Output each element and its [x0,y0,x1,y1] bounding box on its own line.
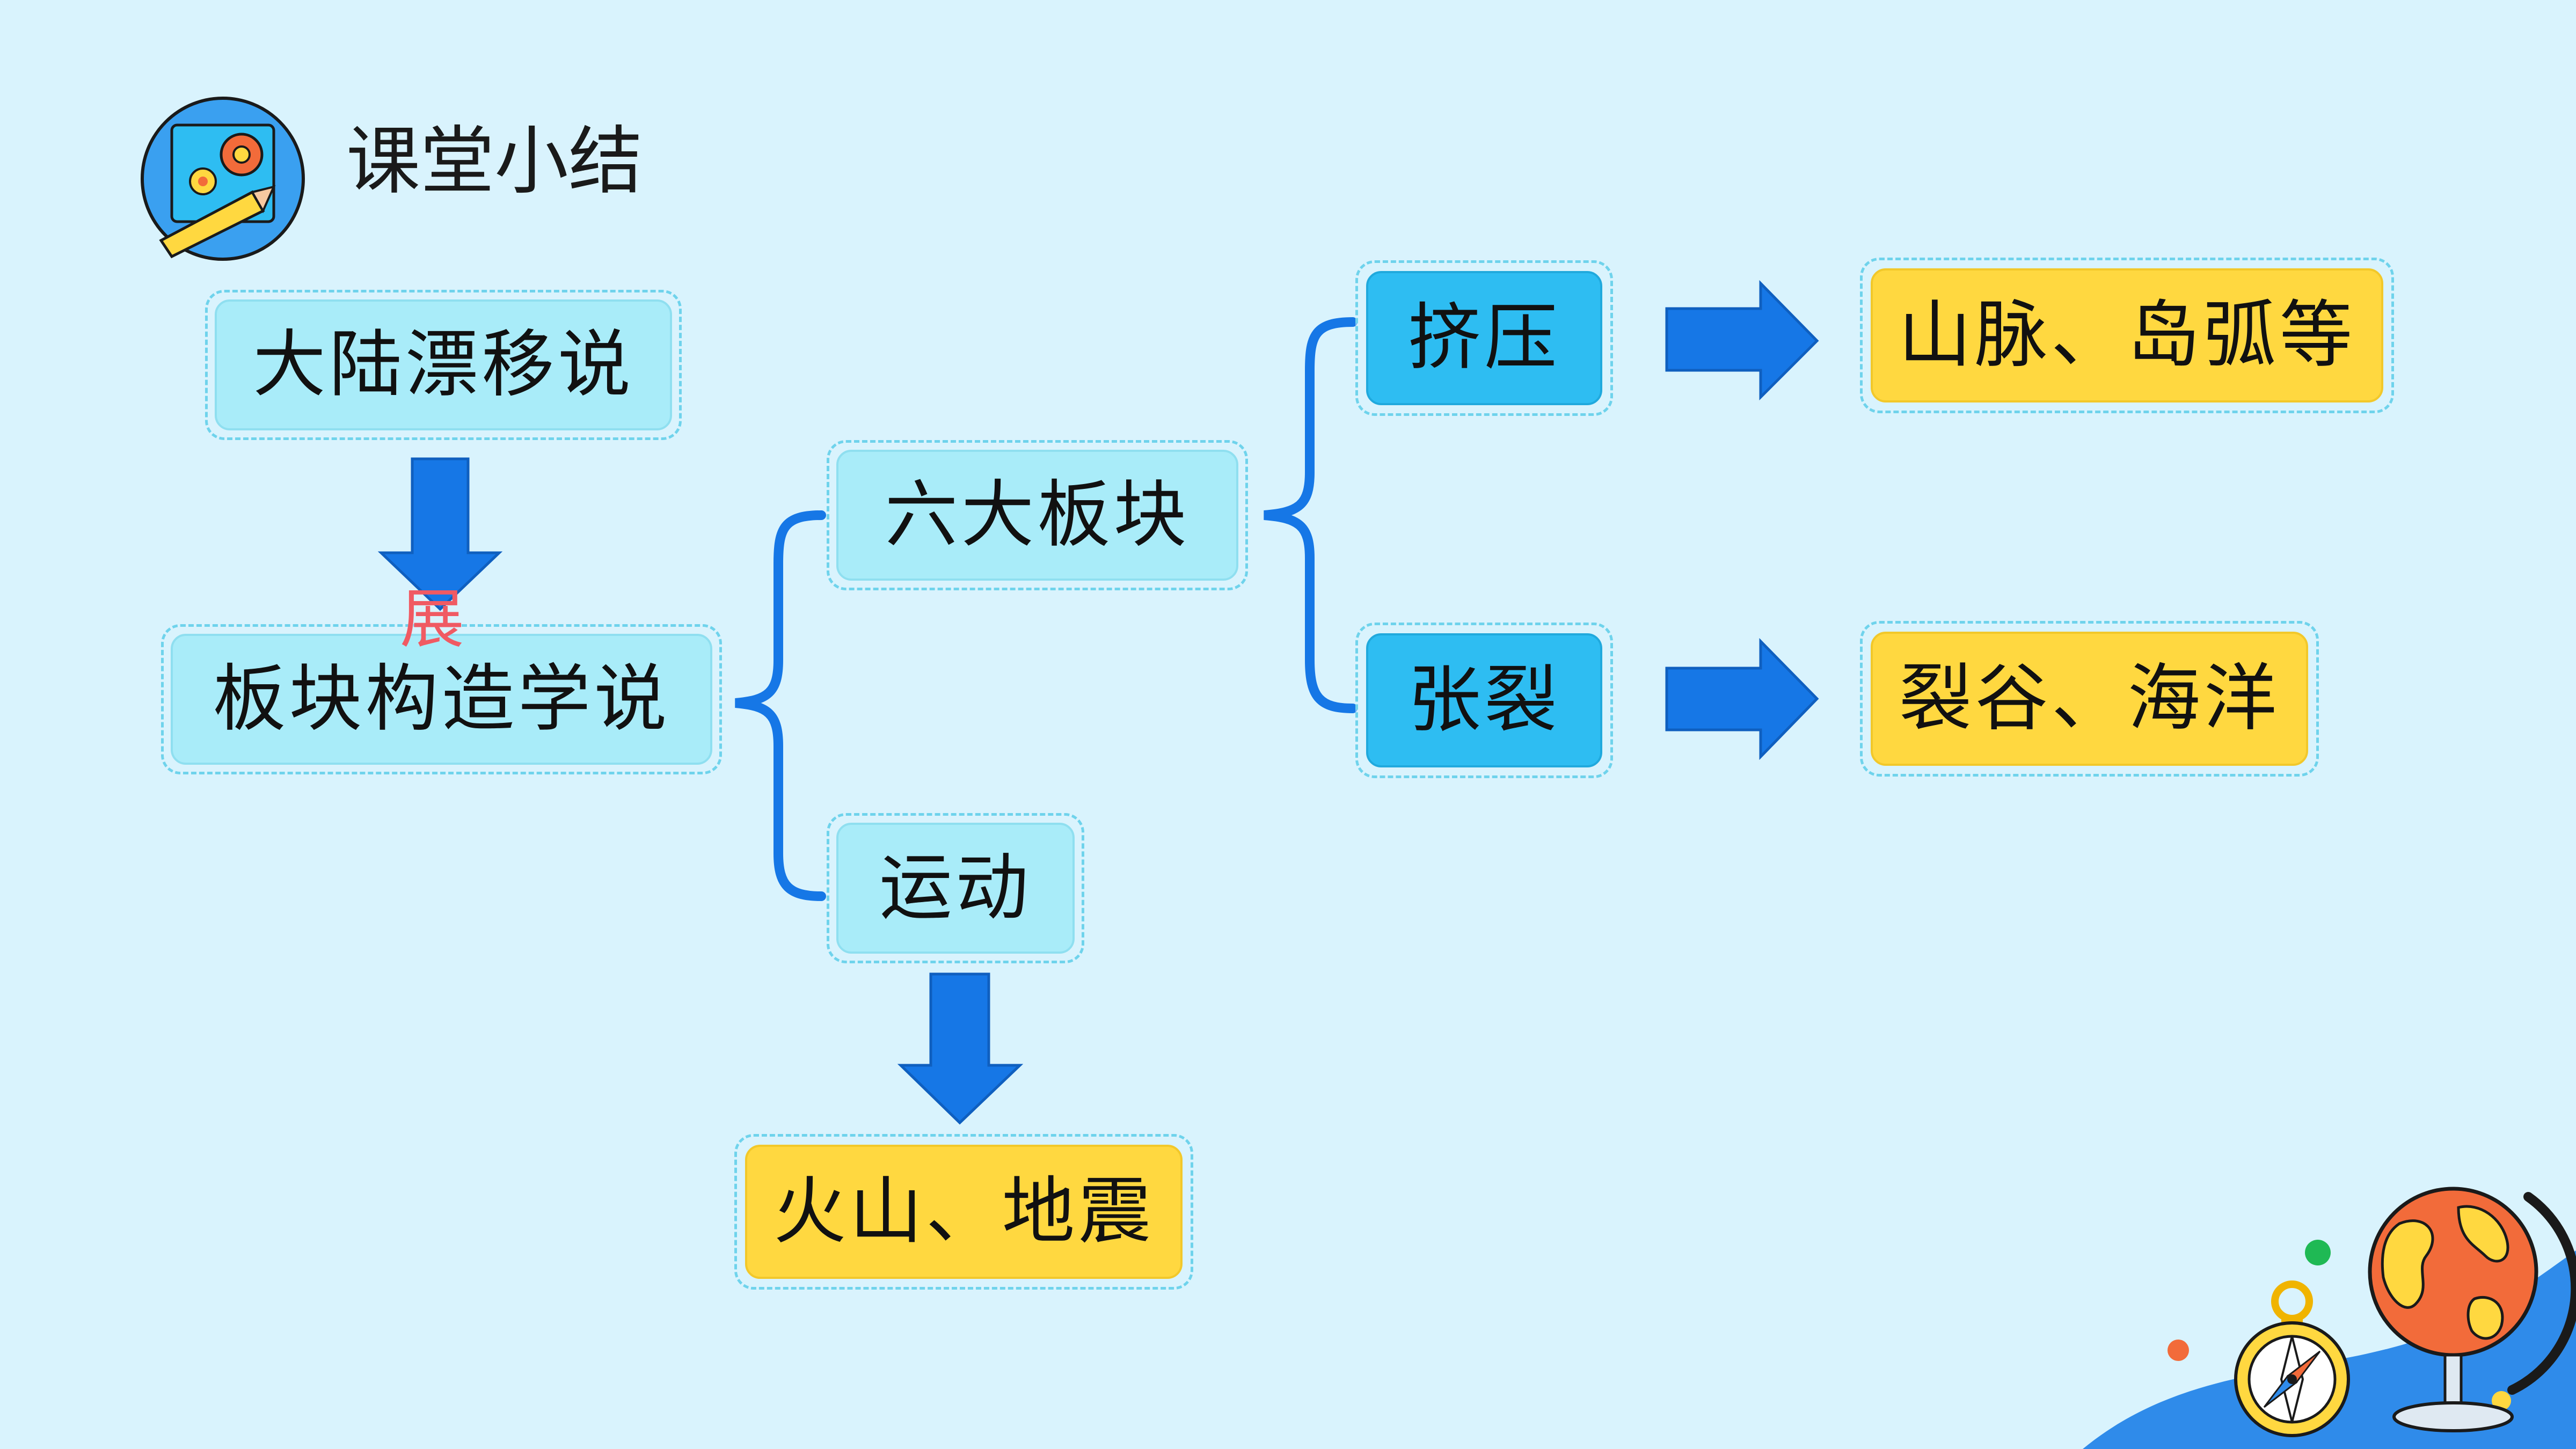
node-mountains: 山脉、岛弧等 [1871,268,2383,402]
brace-plate-tectonics [735,510,826,901]
node-continental-drift: 大陆漂移说 [215,299,672,430]
decorative-dot-orange [2168,1340,2189,1361]
node-compression: 挤压 [1366,271,1602,405]
node-tension: 张裂 [1366,633,1602,767]
arrow-right-compression [1665,280,1819,401]
node-plate-tectonics: 板块构造学说 [171,634,712,765]
annotation-overlay: 展 [400,582,464,657]
gear-pencil-badge-icon [141,97,305,261]
node-movement: 运动 [836,823,1075,954]
decorative-dot-green [2305,1240,2331,1265]
arrow-down-movement [897,972,1024,1125]
compass-icon [2234,1280,2350,1437]
brace-six-plates [1264,317,1358,713]
node-six-plates: 六大板块 [836,450,1238,581]
page-title: 课堂小结 [346,118,643,204]
arrow-right-tension [1665,638,1819,760]
node-volcano-quake: 火山、地震 [745,1145,1183,1279]
globe-icon [2368,1187,2576,1432]
node-rift-ocean: 裂谷、海洋 [1871,632,2308,766]
